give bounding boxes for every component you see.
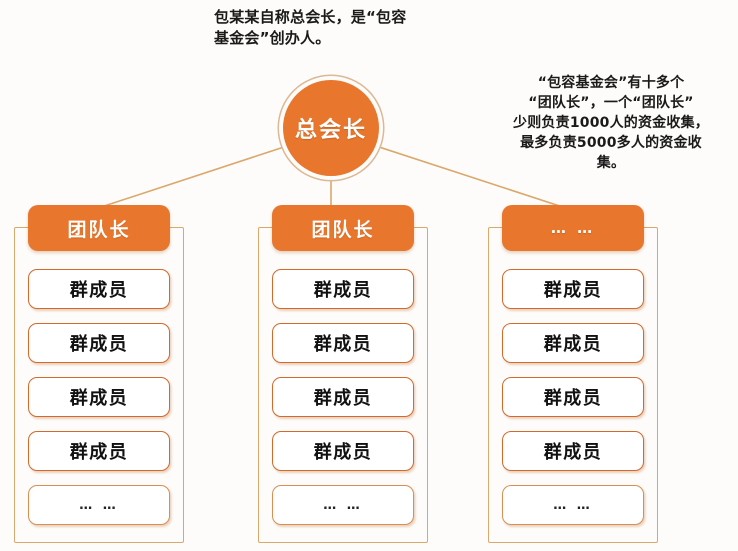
member-item[interactable]: 群成员	[272, 377, 414, 417]
member-label: 群成员	[69, 280, 129, 301]
team-column-1: 团队长 群成员 群成员 群成员 群成员 … …	[258, 205, 428, 543]
team-leader-label-0: 团队长	[67, 218, 131, 241]
member-item[interactable]: 群成员	[272, 323, 414, 363]
root-node-label: 总会长	[294, 118, 367, 143]
member-item-ellipsis[interactable]: … …	[502, 485, 644, 525]
member-label: 群成员	[69, 442, 129, 463]
member-item[interactable]: 群成员	[502, 269, 644, 309]
member-label: 群成员	[543, 388, 603, 409]
team-leader-label-1: 团队长	[311, 218, 375, 241]
member-label: 群成员	[543, 334, 603, 355]
member-item[interactable]: 群成员	[272, 431, 414, 471]
top-annotation-text: 包某某自称总会长，是“包容 基金会”创办人。	[214, 8, 407, 48]
member-item[interactable]: 群成员	[502, 431, 644, 471]
member-label: 群成员	[543, 280, 603, 301]
member-label: … …	[79, 497, 119, 513]
member-label: 群成员	[69, 334, 129, 355]
member-item[interactable]: 群成员	[502, 323, 644, 363]
member-label: 群成员	[313, 388, 373, 409]
member-label: 群成员	[543, 442, 603, 463]
member-label: 群成员	[313, 280, 373, 301]
member-list-1: 群成员 群成员 群成员 群成员 … …	[272, 269, 414, 539]
member-item[interactable]: 群成员	[272, 269, 414, 309]
member-label: … …	[323, 497, 363, 513]
team-leader-label-2: … …	[550, 219, 596, 237]
member-label: 群成员	[69, 388, 129, 409]
member-list-2: 群成员 群成员 群成员 群成员 … …	[502, 269, 644, 539]
team-column-2: … … 群成员 群成员 群成员 群成员 … …	[488, 205, 658, 543]
member-label: 群成员	[313, 334, 373, 355]
member-item[interactable]: 群成员	[28, 269, 170, 309]
member-item[interactable]: 群成员	[502, 377, 644, 417]
member-list-0: 群成员 群成员 群成员 群成员 … …	[28, 269, 170, 539]
member-item-ellipsis[interactable]: … …	[28, 485, 170, 525]
team-column-0: 团队长 群成员 群成员 群成员 群成员 … …	[14, 205, 184, 543]
member-item-ellipsis[interactable]: … …	[272, 485, 414, 525]
member-item[interactable]: 群成员	[28, 431, 170, 471]
member-item[interactable]: 群成员	[28, 377, 170, 417]
root-node-president[interactable]: 总会长	[283, 80, 379, 176]
team-leader-header-2[interactable]: … …	[502, 205, 644, 251]
right-annotation-text: “包容基金会”有十多个 “团队长”，一个“团队长” 少则负责1000人的资金收集…	[513, 75, 709, 171]
member-label: … …	[553, 497, 593, 513]
member-label: 群成员	[313, 442, 373, 463]
member-item[interactable]: 群成员	[28, 323, 170, 363]
team-leader-header-1[interactable]: 团队长	[272, 205, 414, 251]
team-leader-header-0[interactable]: 团队长	[28, 205, 170, 251]
